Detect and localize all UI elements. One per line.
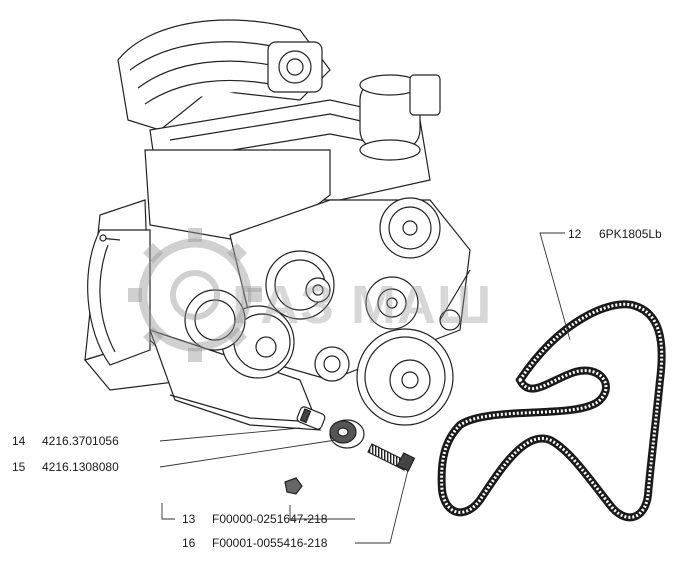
callout-12-code: 6PK1805Lb bbox=[599, 227, 662, 241]
callout-13-number: 13 bbox=[182, 512, 196, 526]
drive-belt-part-12 bbox=[437, 300, 666, 522]
leader-line-13b bbox=[289, 505, 355, 520]
callout-15-code: 4216.1308080 bbox=[42, 460, 119, 474]
watermark-gear-icon bbox=[128, 228, 262, 362]
callout-14-code: 4216.3701056 bbox=[42, 434, 119, 448]
leader-line-15 bbox=[159, 439, 337, 468]
callout-16-number: 16 bbox=[182, 536, 196, 550]
callout-13-code: F00000-0251647-218 bbox=[212, 512, 328, 526]
callout-15-number: 15 bbox=[12, 460, 26, 474]
leader-lines bbox=[159, 232, 571, 544]
leader-line-16 bbox=[355, 469, 409, 544]
leader-line-12 bbox=[539, 232, 571, 341]
callout-16-code: F00001-0055416-218 bbox=[212, 536, 328, 550]
leader-line-14 bbox=[159, 427, 301, 442]
engine-assembly bbox=[83, 19, 471, 431]
watermark-text: ГАЗ МАШ bbox=[232, 275, 493, 335]
callout-12-number: 12 bbox=[568, 227, 582, 241]
bolt-part-14 bbox=[296, 406, 326, 430]
bolt-part-16 bbox=[367, 443, 416, 472]
leader-line-13 bbox=[161, 503, 175, 520]
nut-part-13 bbox=[284, 477, 303, 495]
idler-pulley-part-15 bbox=[329, 419, 365, 449]
callout-14-number: 14 bbox=[12, 434, 26, 448]
